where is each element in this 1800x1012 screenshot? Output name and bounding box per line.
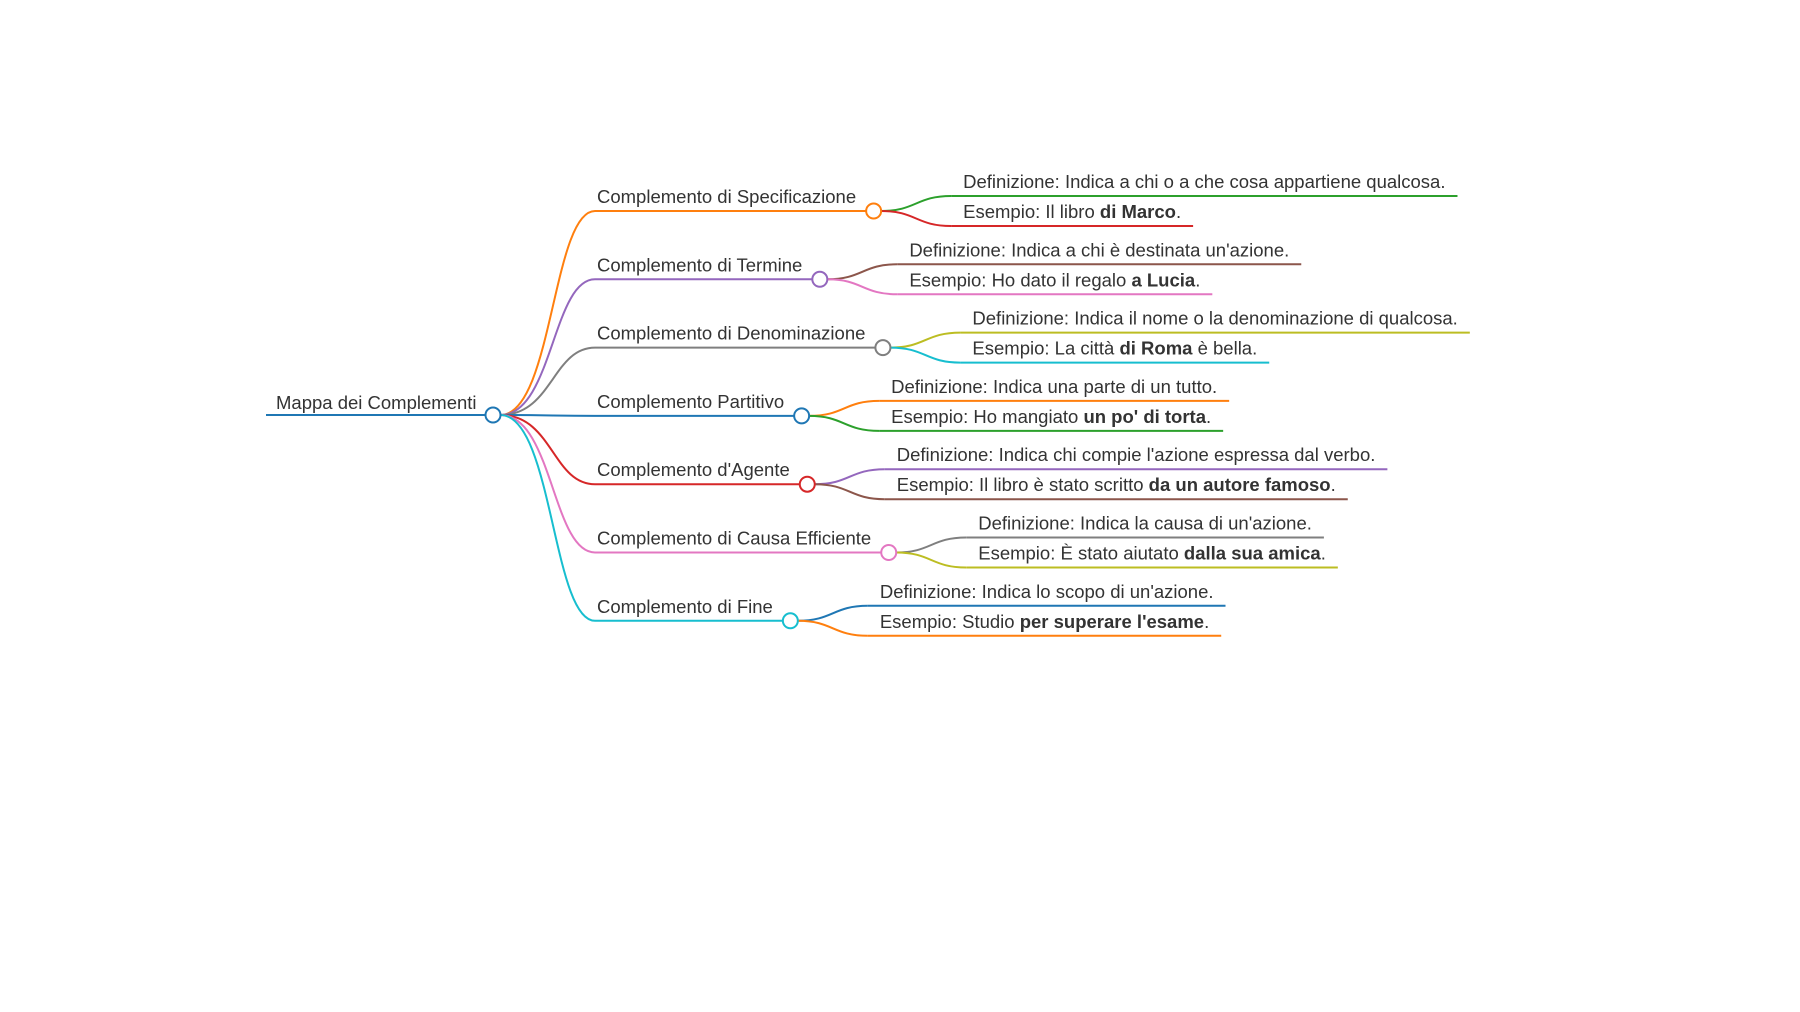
branch-connector xyxy=(500,414,596,486)
definition-text: Definizione: Indica il nome o la denomin… xyxy=(972,308,1457,329)
branch-connector xyxy=(500,346,596,416)
branch-label[interactable]: Complemento di Termine xyxy=(597,254,802,275)
example-text: Esempio: Ho dato il regalo a Lucia. xyxy=(909,269,1200,290)
leaf-connector xyxy=(890,346,961,364)
leaf-connector xyxy=(896,536,967,554)
branch-collapse-node[interactable] xyxy=(811,270,829,288)
definition-text: Definizione: Indica la causa di un'azion… xyxy=(978,513,1312,534)
branch-connector xyxy=(500,210,596,416)
example-text: Esempio: Il libro di Marco. xyxy=(963,201,1181,222)
leaf-connector xyxy=(809,414,880,432)
branch-label[interactable]: Complemento d'Agente xyxy=(597,459,790,480)
example-text: Esempio: La città di Roma è bella. xyxy=(972,338,1257,359)
leaf-connector xyxy=(797,619,868,637)
branch-collapse-node[interactable] xyxy=(798,475,816,493)
branch-connector xyxy=(500,414,596,554)
leaf-connector xyxy=(896,551,967,569)
branch-label[interactable]: Complemento di Denominazione xyxy=(597,323,865,344)
branch-label[interactable]: Complemento di Specificazione xyxy=(597,186,856,207)
example-text: Esempio: Studio per superare l'esame. xyxy=(880,611,1209,632)
branch-connector xyxy=(500,414,596,417)
branch-connector xyxy=(500,414,596,622)
definition-text: Definizione: Indica a chi o a che cosa a… xyxy=(963,171,1445,192)
labels-layer: Mappa dei Complementi Complemento di Spe… xyxy=(276,171,1458,632)
definition-text: Definizione: Indica chi compie l'azione … xyxy=(897,444,1376,465)
leaf-connector xyxy=(814,468,885,486)
branch-collapse-node[interactable] xyxy=(793,407,811,425)
branch-collapse-node[interactable] xyxy=(781,612,799,630)
definition-text: Definizione: Indica a chi è destinata un… xyxy=(909,239,1289,260)
branch-connector xyxy=(500,278,596,416)
branch-label[interactable]: Complemento Partitivo xyxy=(597,391,784,412)
root-topic-label[interactable]: Mappa dei Complementi xyxy=(276,392,477,413)
leaf-connector xyxy=(827,263,898,281)
leaf-connector xyxy=(814,483,885,501)
leaf-connector xyxy=(881,195,952,212)
branch-label[interactable]: Complemento di Causa Efficiente xyxy=(597,528,871,549)
root-collapse-node[interactable] xyxy=(484,406,502,424)
leaf-connector xyxy=(809,399,880,417)
nodes-layer xyxy=(484,202,898,630)
branch-collapse-node[interactable] xyxy=(865,202,883,220)
definition-text: Definizione: Indica lo scopo di un'azion… xyxy=(880,581,1214,602)
branch-collapse-node[interactable] xyxy=(880,544,898,561)
example-text: Esempio: Il libro è stato scritto da un … xyxy=(897,474,1336,495)
branch-collapse-node[interactable] xyxy=(874,339,892,357)
example-text: Esempio: È stato aiutato dalla sua amica… xyxy=(978,543,1326,564)
leaf-connector xyxy=(797,604,868,622)
leaf-connector xyxy=(827,278,898,296)
example-text: Esempio: Ho mangiato un po' di torta. xyxy=(891,406,1211,427)
leaf-connector xyxy=(881,210,952,227)
branch-label[interactable]: Complemento di Fine xyxy=(597,596,773,617)
edges-layer xyxy=(266,195,1470,637)
definition-text: Definizione: Indica una parte di un tutt… xyxy=(891,376,1217,397)
leaf-connector xyxy=(890,331,961,349)
